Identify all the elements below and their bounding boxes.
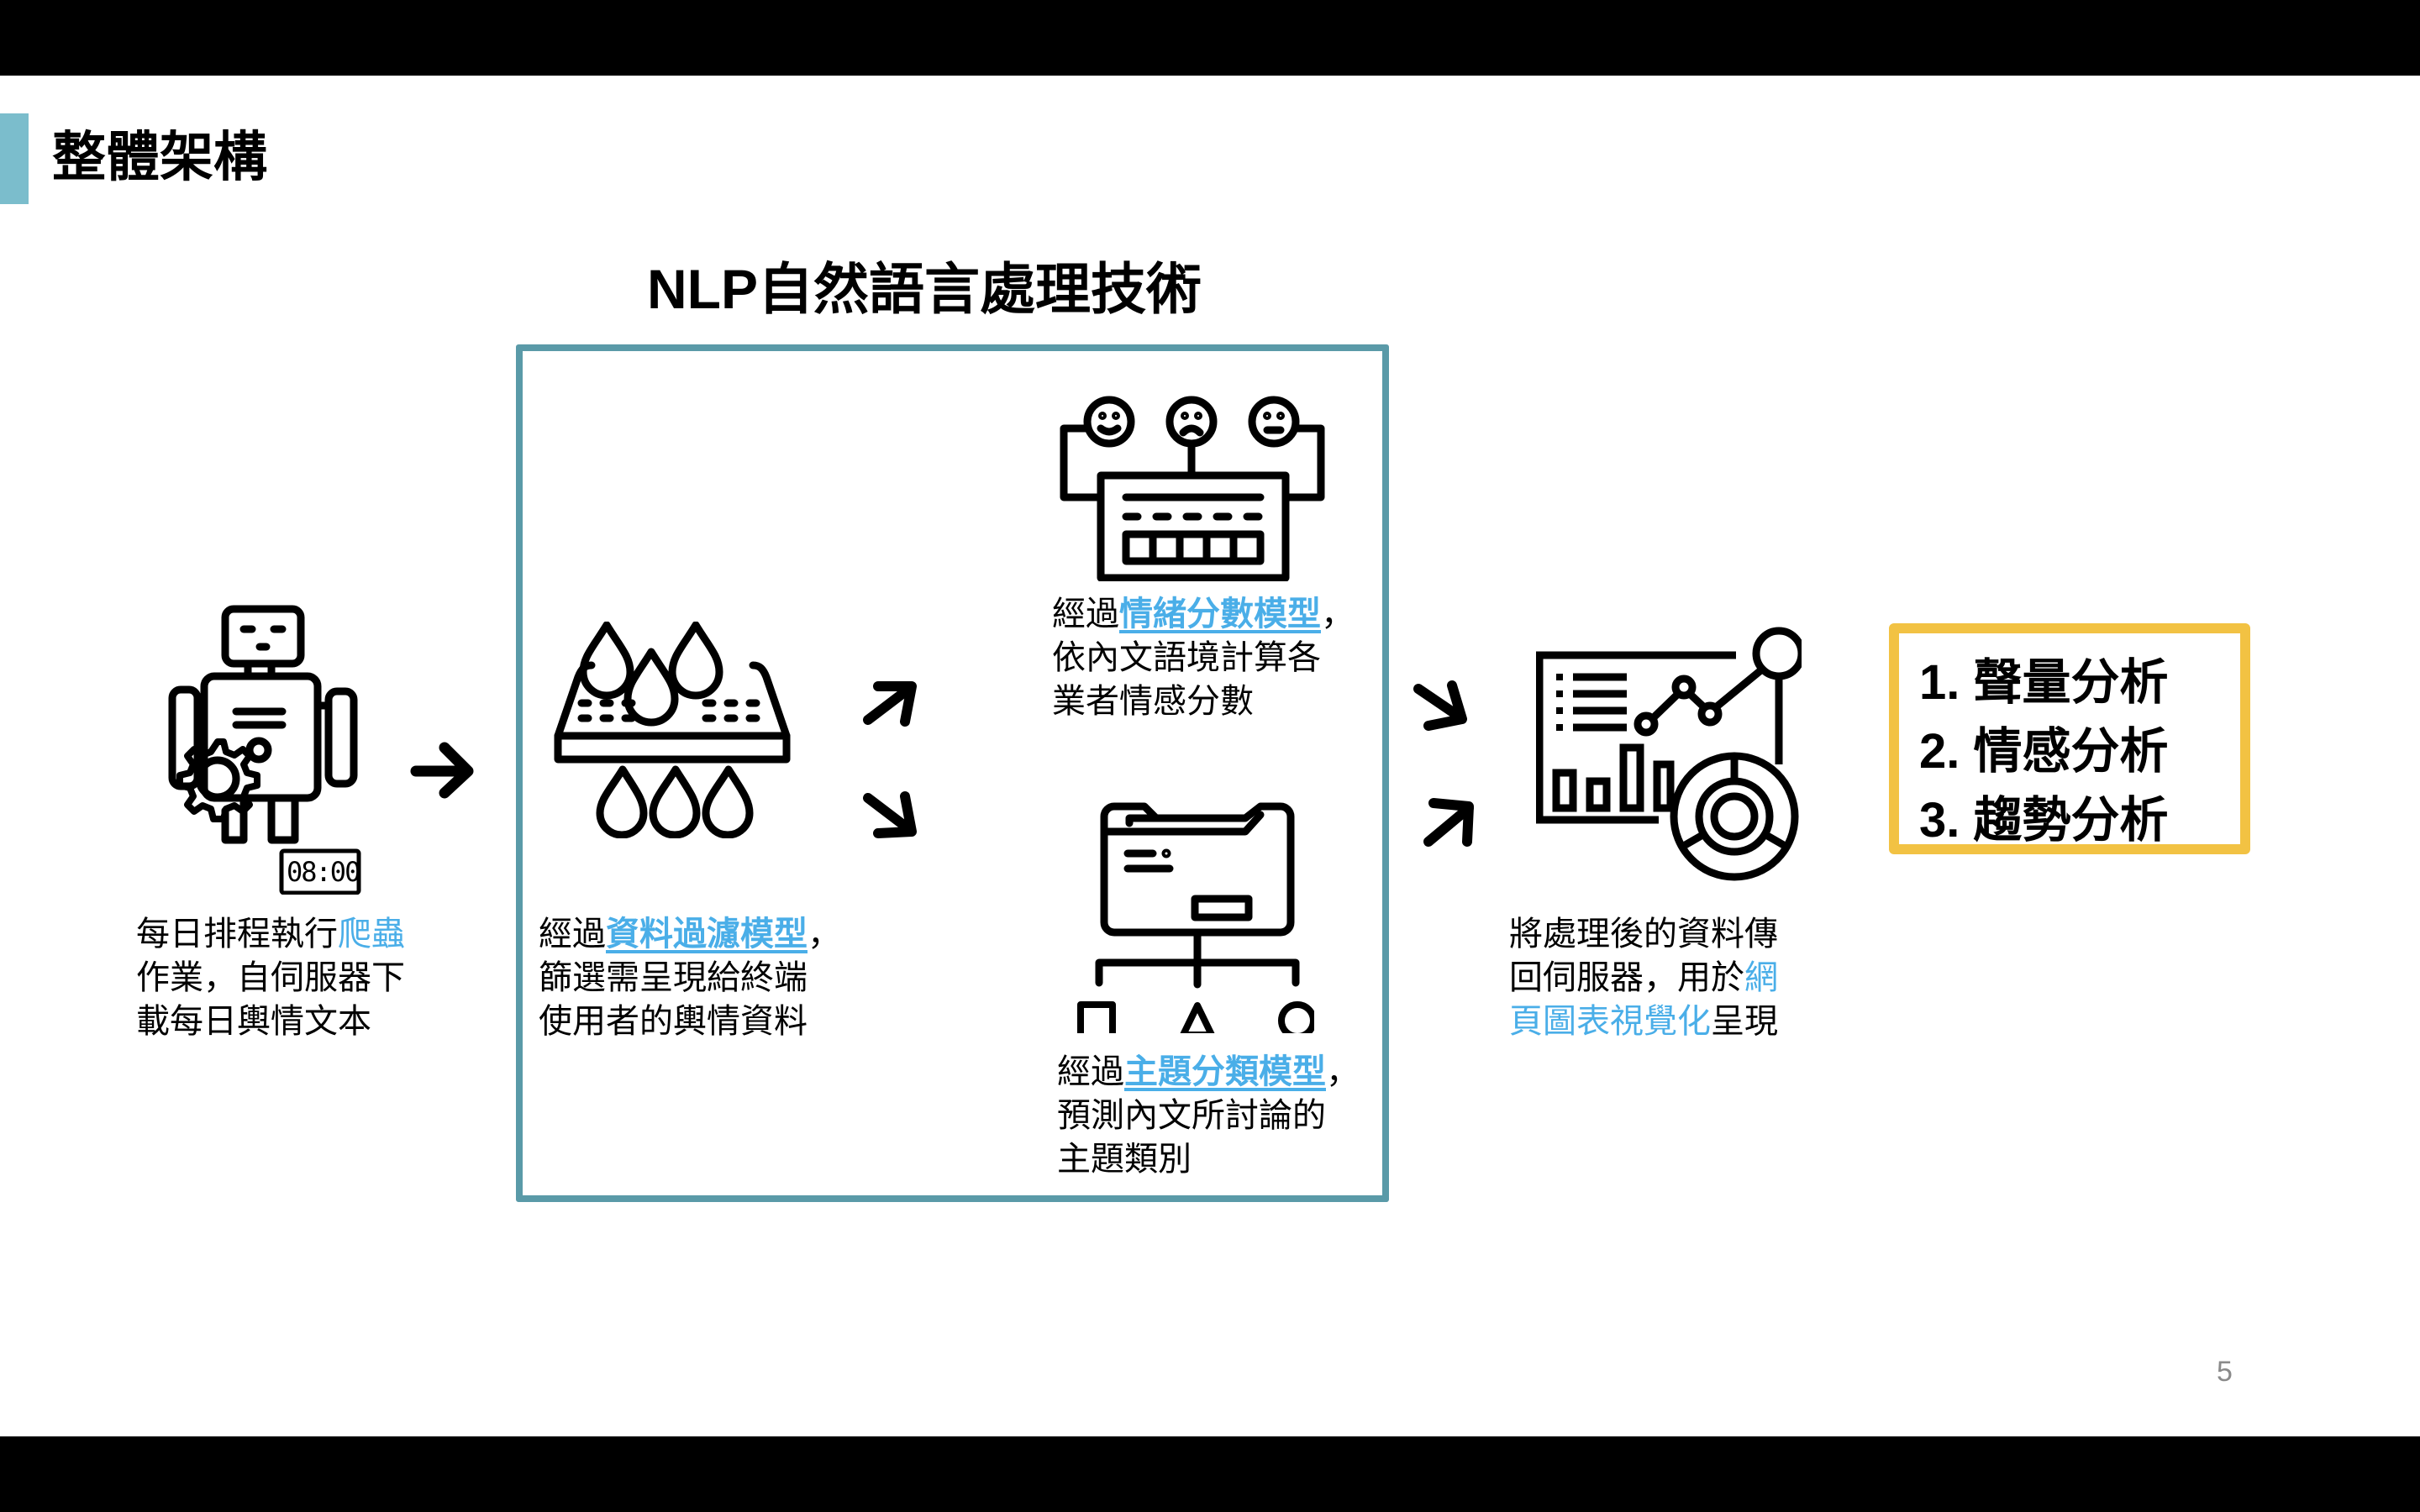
visualization-highlight: 頁圖表視覺化 [1509, 1002, 1711, 1041]
visualization-description: 將處理後的資料傳 回伺服器，用於網 頁圖表視覺化呈現 [1509, 915, 1778, 1041]
result-item-trend: 3. 趨勢分析 [1919, 793, 2169, 848]
result-item-sentiment: 2. 情感分析 [1919, 724, 2169, 779]
arrow-up-right-icon [861, 676, 918, 731]
topic-classification-icon [1069, 790, 1314, 1033]
page-number: 5 [2217, 1356, 2233, 1388]
nlp-section-box [516, 344, 1389, 1202]
nlp-section-title: NLP自然語言處理技術 [647, 258, 1202, 320]
sentiment-description: 經過情緒分數模型， 依內文語境計算各 業者情感分數 [1052, 595, 1355, 721]
slide-title: 整體架構 [52, 127, 267, 189]
arrow-down-right-icon [861, 790, 918, 842]
robot-scheduler-icon: 08:00 [162, 601, 372, 895]
top-letterbox-bar [0, 0, 2420, 76]
sentiment-score-icon [1059, 395, 1328, 581]
filter-drops-icon [551, 622, 795, 838]
sentiment-model-link[interactable]: 情緒分數模型 [1119, 595, 1321, 633]
bottom-letterbox-bar [0, 1436, 2420, 1512]
topic-description: 經過主題分類模型， 預測內文所討論的 主題類別 [1057, 1053, 1360, 1179]
title-accent-bar [0, 113, 29, 204]
filter-model-link[interactable]: 資料過濾模型 [606, 915, 808, 953]
analysis-results-box: 1. 聲量分析 2. 情感分析 3. 趨勢分析 [1889, 623, 2250, 854]
arrow-up-right-icon-2 [1422, 796, 1479, 852]
dashboard-analytics-icon [1536, 622, 1802, 889]
result-item-volume: 1. 聲量分析 [1919, 655, 2169, 710]
arrow-right-icon [409, 738, 476, 803]
crawler-highlight: 爬蟲 [338, 915, 405, 953]
filter-description: 經過資料過濾模型， 篩選需呈現給終端 使用者的輿情資料 [539, 915, 841, 1041]
crawler-description: 每日排程執行爬蟲 作業，自伺服器下 載每日輿情文本 [136, 915, 405, 1041]
arrow-down-right-icon-2 [1412, 679, 1469, 733]
clock-readout: 08:00 [287, 856, 360, 888]
analysis-results-list: 1. 聲量分析 2. 情感分析 3. 趨勢分析 [1919, 648, 2169, 855]
topic-model-link[interactable]: 主題分類模型 [1124, 1053, 1326, 1091]
